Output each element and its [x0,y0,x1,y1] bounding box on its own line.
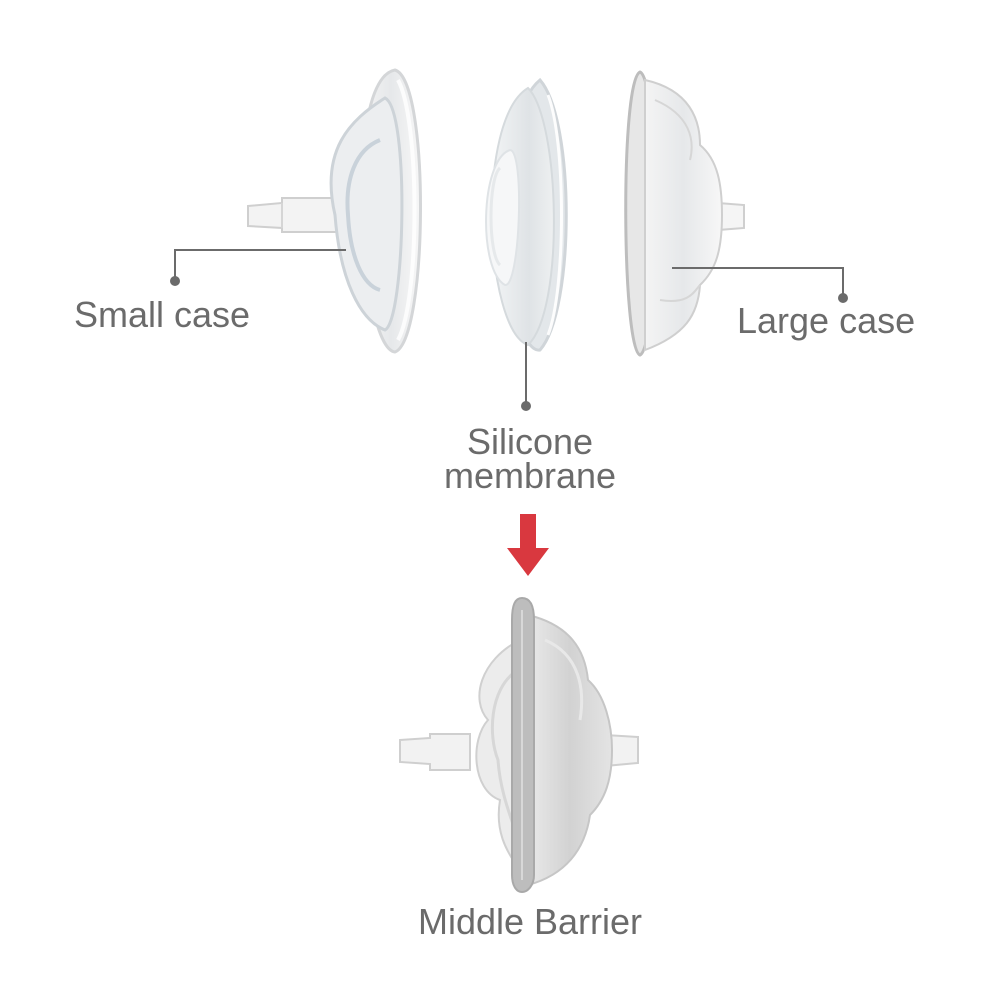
leader-line-large-case [672,267,848,303]
silicone-membrane-image [485,77,568,352]
silicone-membrane-label: Silicone membrane [400,421,660,496]
down-arrow-icon [507,514,549,576]
small-case-label: Small case [74,294,251,335]
silicone-membrane-label-line1: Silicone [466,421,594,462]
large-case-image [624,70,745,357]
middle-barrier-image [399,596,639,894]
silicone-membrane-label-line2: membrane [443,455,617,496]
leader-line-small-case [170,249,346,286]
leader-line-membrane [521,342,531,411]
large-case-label: Large case [737,300,916,341]
small-case-image [247,68,422,354]
middle-barrier-label: Middle Barrier [417,901,643,942]
